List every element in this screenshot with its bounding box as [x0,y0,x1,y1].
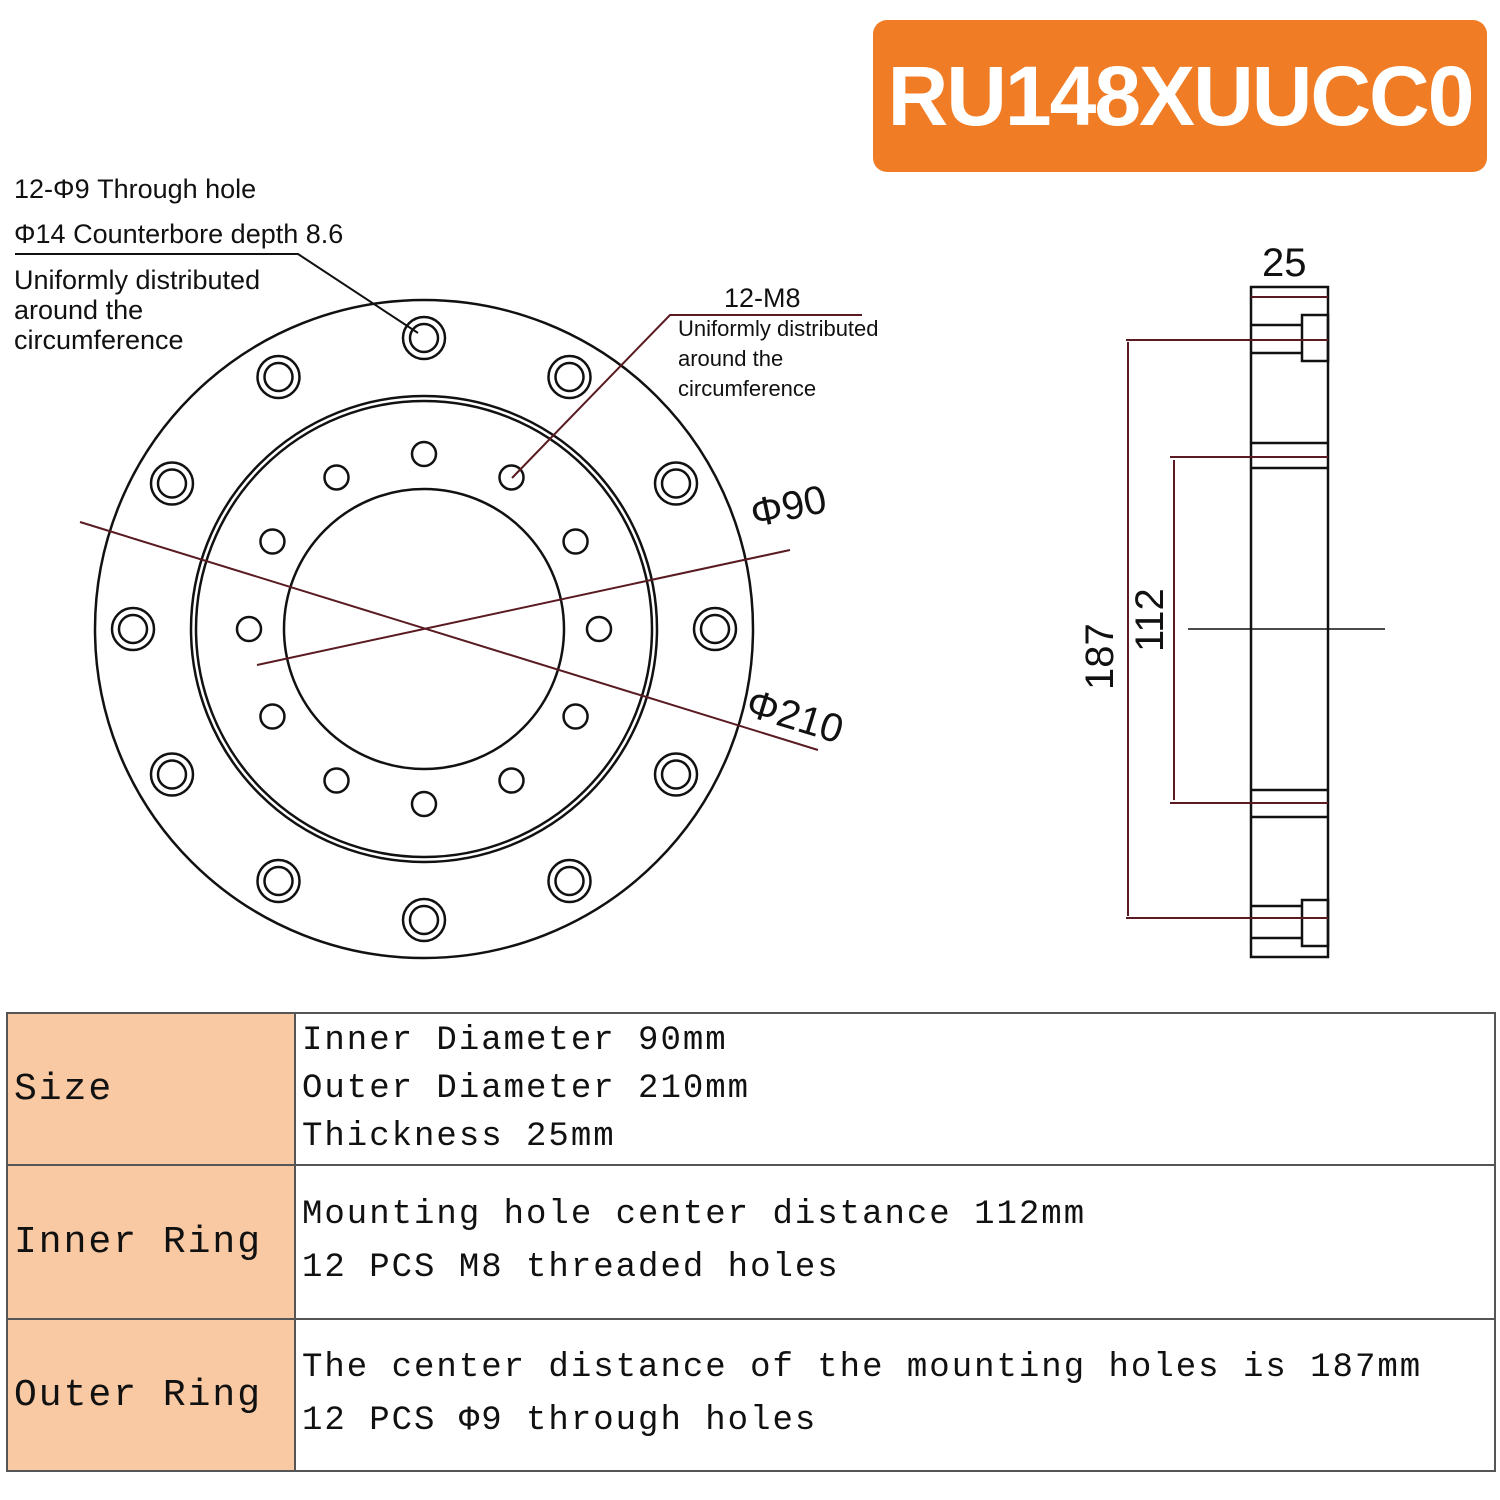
counterbore-hole-outer [653,752,699,797]
counterbore-hole-outer [256,354,301,400]
outer-hole-note-line2: Φ14 Counterbore depth 8.6 [14,219,344,249]
through-hole [554,361,585,393]
value-line: Outer Diameter 210mm [302,1070,751,1108]
row-value: The center distance of the mounting hole… [294,1318,1496,1472]
through-hole [156,759,188,790]
threaded-hole [410,790,438,818]
outer-hole-note-line5: circumference [14,325,184,355]
inner-hole-note-line1: 12-M8 [724,283,801,313]
ring-split-inner [194,399,654,859]
dimension-lines [15,253,862,751]
inner-hole-note-line3: around the [678,346,784,371]
counterbore-hole-outer [547,858,592,904]
outer-diameter-line [79,521,819,751]
threaded-hole [410,440,438,468]
through-hole [660,468,692,499]
through-hole [699,613,731,645]
value-line: 12 PCS Φ9 through holes [302,1402,818,1440]
outer-hole-note-line4: around the [14,295,144,325]
through-hole [554,865,585,897]
inner-diameter-line [256,549,791,666]
inner-hole-note-line4: circumference [678,376,817,401]
value-line: Mounting hole center distance 112mm [302,1196,1087,1234]
counterbore-hole-outer [256,858,301,904]
dim-thickness: 25 [1262,241,1307,285]
threaded-hole [498,767,525,794]
threaded-hole [562,703,589,730]
counterbore-holes [110,315,738,943]
outer-hole-note-line1: 12-Φ9 Through hole [14,174,257,204]
inner-hole-leader [511,314,862,479]
table-row-size: Size Inner Diameter 90mm Outer Diameter … [6,1012,1496,1166]
threaded-hole [259,703,286,730]
table-row-outer-ring: Outer Ring The center distance of the mo… [6,1318,1496,1472]
through-hole [263,865,294,897]
counterbore-hole-outer [401,897,447,943]
threaded-hole [323,464,350,491]
counterbore-hole-outer [401,315,447,361]
value-line: 12 PCS M8 threaded holes [302,1249,840,1287]
row-value: Mounting hole center distance 112mm 12 P… [294,1164,1496,1320]
technical-drawing [15,253,1385,960]
counterbore-hole-outer [653,461,699,506]
row-label: Outer Ring [6,1318,296,1472]
through-hole [660,759,692,790]
threaded-hole [498,464,525,491]
side-body [1249,285,1330,959]
counterbore-section [1300,313,1330,363]
through-hole [156,468,188,499]
product-code-badge: RU148XUUCC0 [873,20,1487,172]
threaded-holes [235,440,613,818]
counterbore-section [1300,898,1330,948]
counterbore-hole-outer [692,606,738,652]
product-code: RU148XUUCC0 [887,49,1475,143]
through-hole [408,904,440,936]
through-hole [408,322,440,354]
table-row-inner-ring: Inner Ring Mounting hole center distance… [6,1164,1496,1320]
ring-split-outer [189,394,659,864]
side-dimension-lines [1126,296,1328,919]
row-value: Inner Diameter 90mm Outer Diameter 210mm… [294,1012,1496,1166]
threaded-hole [259,528,286,555]
side-view [1188,285,1385,959]
threaded-hole [562,528,589,555]
front-view [93,298,755,960]
spec-table: Size Inner Diameter 90mm Outer Diameter … [6,1012,1496,1472]
value-line: The center distance of the mounting hole… [302,1349,1423,1387]
threaded-hole [323,767,350,794]
value-line: Thickness 25mm [302,1118,616,1156]
counterbore-hole-outer [547,354,592,400]
through-hole [117,613,149,645]
row-label: Inner Ring [6,1164,296,1320]
inner-bore [282,487,566,771]
counterbore-hole-outer [110,606,156,652]
inner-hole-note-line2: Uniformly distributed [678,316,879,341]
threaded-hole [585,615,613,643]
value-line: Inner Diameter 90mm [302,1022,728,1060]
row-label: Size [6,1012,296,1166]
outer-ring-edge [93,298,755,960]
outer-hole-note-line3: Uniformly distributed [14,265,261,295]
counterbore-hole-outer [149,461,195,506]
outer-hole-leader [15,253,419,334]
threaded-hole [235,615,263,643]
counterbore-hole-outer [149,752,195,797]
through-hole [263,361,294,393]
